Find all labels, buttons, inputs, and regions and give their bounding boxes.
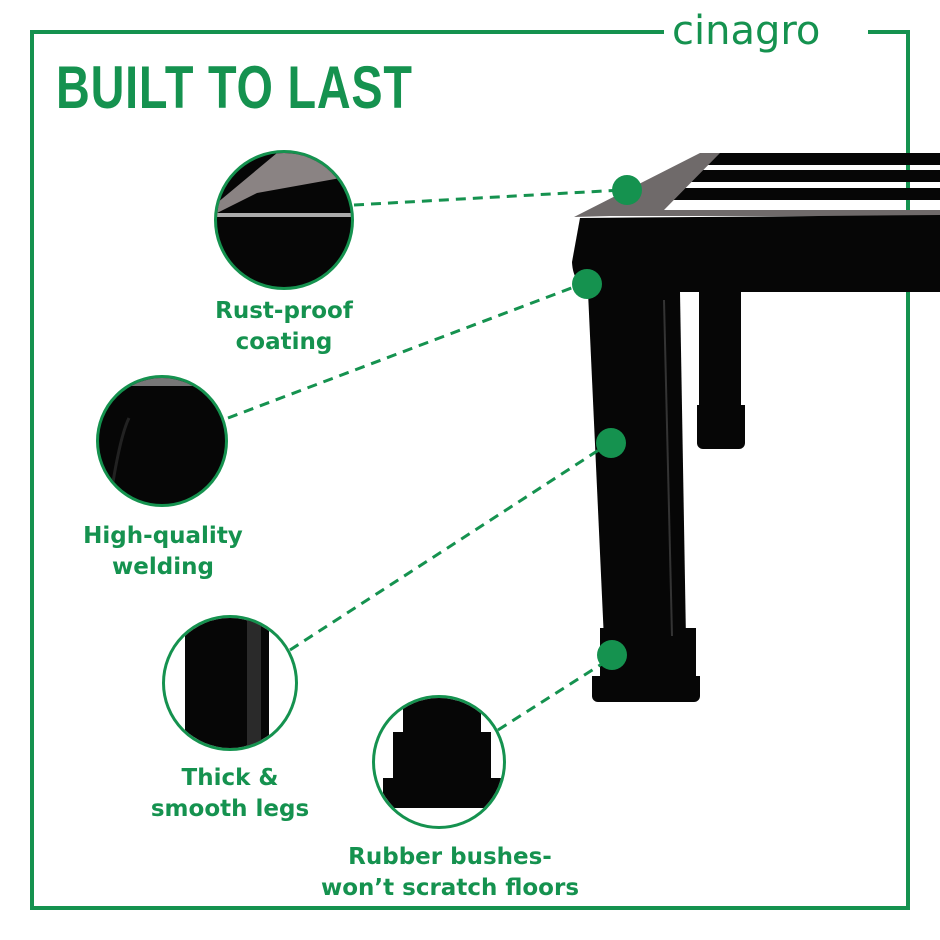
frame-right <box>906 30 910 910</box>
connector-lines <box>227 188 623 732</box>
weld-joint-closeup-icon <box>96 375 228 507</box>
callout-dot-legs <box>596 428 626 458</box>
frame-corner-closeup-icon <box>214 150 354 290</box>
leg-closeup-icon <box>162 615 298 751</box>
top-slats <box>672 153 940 200</box>
feature-label-legs: Thick & smooth legs <box>150 765 310 822</box>
frame-top-left <box>30 30 664 34</box>
feature-label-rust-proof: Rust-proof coating <box>215 298 353 355</box>
feature-label-welding: High-quality welding <box>83 523 243 580</box>
back-leg <box>697 290 745 449</box>
rubber-bush-closeup-icon <box>372 695 506 829</box>
front-leg <box>588 292 700 702</box>
feature-label-rubber-bushes: Rubber bushes- won’t scratch floors <box>320 844 580 901</box>
frame-left <box>30 30 34 910</box>
page-title: BUILT TO LAST <box>56 54 413 121</box>
callout-dot-rust-proof <box>612 175 642 205</box>
callout-dot-rubber-bushes <box>597 640 627 670</box>
brand-logo: cinagro <box>672 8 821 54</box>
frame-bottom <box>30 906 910 910</box>
frame-top-right <box>868 30 910 34</box>
callout-dot-welding <box>572 269 602 299</box>
